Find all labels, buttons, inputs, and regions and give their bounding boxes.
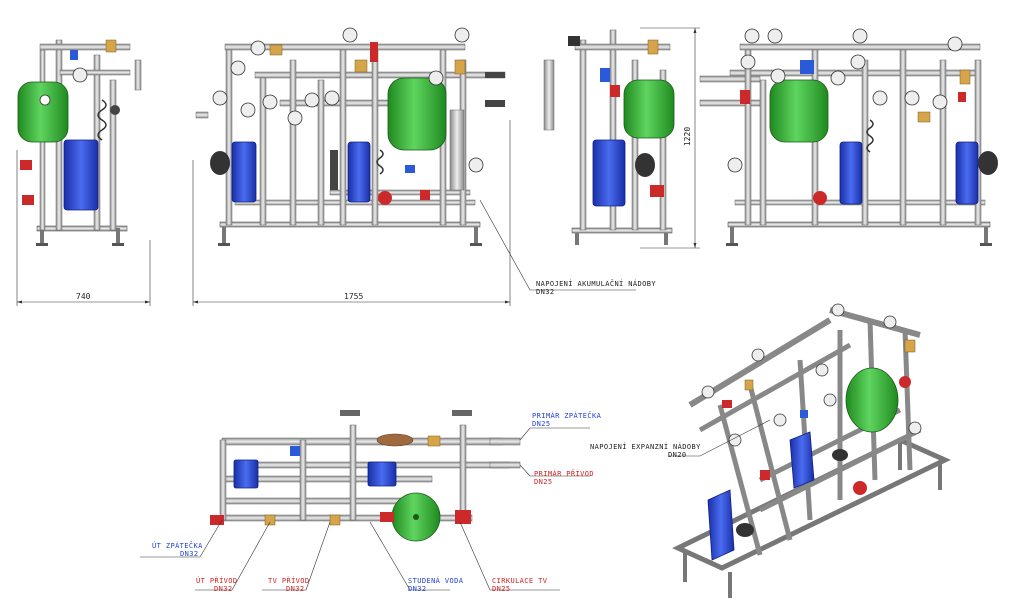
label-ut-zpatecka: ÚT ZPÁTEČKA DN32 [152, 542, 203, 558]
dimension-width-side: 740 [76, 292, 91, 301]
label-primar-privod-name: PRIMÁR PŘÍVOD [534, 470, 594, 478]
label-studena-voda-name: STUDENÁ VODA [408, 577, 464, 585]
front-view [192, 27, 636, 306]
side-view-right [543, 27, 700, 249]
label-tv-privod-dn: DN32 [286, 585, 305, 593]
label-primar-zpatecka-name: PRIMÁR ZPÁTEČKA [532, 412, 602, 420]
label-cirkulace-tv-dn: DN25 [492, 585, 511, 593]
label-akumulacni-dn: DN32 [536, 288, 555, 296]
rear-view [699, 28, 998, 246]
label-expanzni: NAPOJENÍ EXPANZNÍ NÁDOBY DN20 [590, 443, 701, 459]
label-ut-zpatecka-name: ÚT ZPÁTEČKA [152, 542, 203, 550]
label-primar-zpatecka: PRIMÁR ZPÁTEČKA DN25 [532, 412, 601, 428]
label-tv-privod: TV PŘÍVOD DN32 [268, 577, 310, 593]
label-ut-privod-name: ÚT PŘÍVOD [196, 577, 238, 585]
side-view [16, 39, 151, 306]
dimension-width-front: 1755 [344, 292, 364, 301]
label-akumulacni-name: NAPOJENÍ AKUMULAČNÍ NÁDOBY [536, 280, 656, 288]
label-cirkulace-tv: CIRKULACE TV DN25 [492, 577, 547, 593]
label-primar-privod-dn: DN25 [534, 478, 553, 486]
isometric-view [668, 303, 951, 598]
label-ut-privod: ÚT PŘÍVOD DN32 [196, 577, 238, 593]
label-ut-zpatecka-dn: DN32 [180, 550, 199, 558]
label-studena-voda-dn: DN32 [408, 585, 427, 593]
label-tv-privod-name: TV PŘÍVOD [268, 577, 310, 585]
label-cirkulace-tv-name: CIRKULACE TV [492, 577, 548, 585]
dimension-height: 1220 [683, 126, 693, 147]
label-expanzni-name: NAPOJENÍ EXPANZNÍ NÁDOBY [590, 443, 701, 451]
label-studena-voda: STUDENÁ VODA DN32 [408, 577, 463, 593]
top-view [140, 410, 590, 591]
label-expanzni-dn: DN20 [668, 451, 687, 459]
label-akumulacni: NAPOJENÍ AKUMULAČNÍ NÁDOBY DN32 [536, 280, 656, 296]
label-primar-privod: PRIMÁR PŘÍVOD DN25 [534, 470, 594, 486]
label-ut-privod-dn: DN32 [214, 585, 233, 593]
label-primar-zpatecka-dn: DN25 [532, 420, 551, 428]
